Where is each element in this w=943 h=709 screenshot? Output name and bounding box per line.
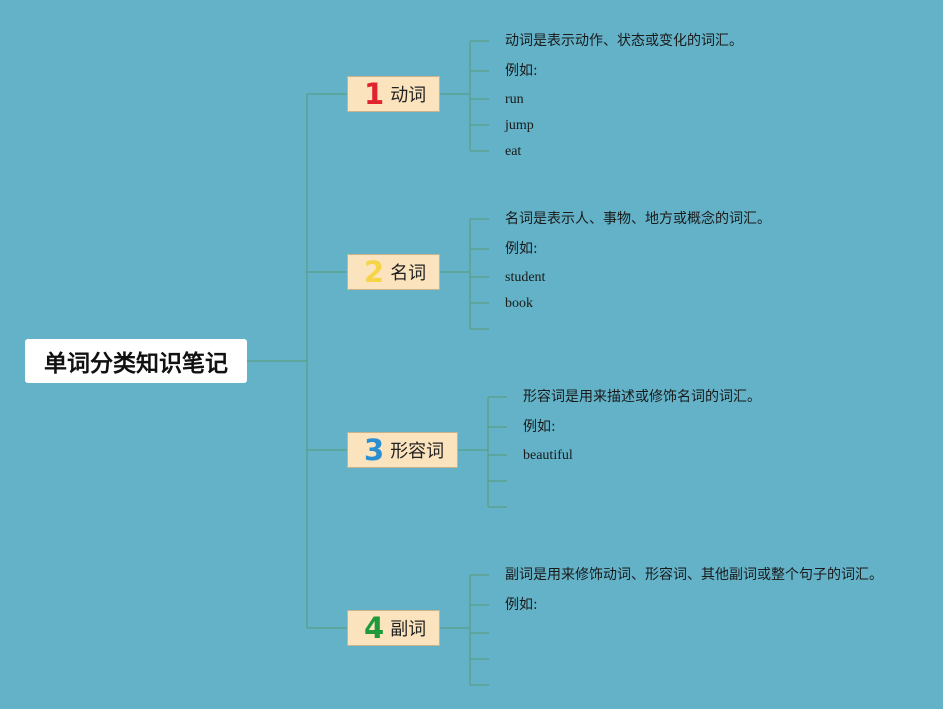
adverb-example-label[interactable]: 例如: — [505, 597, 538, 613]
branch-adverb[interactable]: 4 副词 — [347, 610, 440, 646]
adjective-example-1[interactable]: beautiful — [523, 448, 573, 463]
verb-example-2[interactable]: jump — [505, 118, 534, 133]
branch-label-adjective: 形容词 — [390, 441, 445, 462]
branch-adjective[interactable]: 3 形容词 — [347, 432, 458, 468]
adverb-definition[interactable]: 副词是用来修饰动词、形容词、其他副词或整个句子的词汇。 — [505, 567, 883, 583]
branch-verb[interactable]: 1 动词 — [347, 76, 440, 112]
verb-example-1[interactable]: run — [505, 92, 524, 107]
noun-definition[interactable]: 名词是表示人、事物、地方或概念的词汇。 — [505, 211, 771, 227]
root-topic[interactable]: 单词分类知识笔记 — [25, 339, 247, 383]
verb-example-3[interactable]: eat — [505, 144, 522, 159]
noun-example-2[interactable]: book — [505, 296, 533, 311]
branch-noun[interactable]: 2 名词 — [347, 254, 440, 290]
number-badge-2: 2 — [364, 254, 385, 289]
branch-label-noun: 名词 — [390, 263, 427, 284]
branch-label-verb: 动词 — [390, 85, 427, 106]
verb-definition[interactable]: 动词是表示动作、状态或变化的词汇。 — [505, 33, 743, 49]
noun-example-label[interactable]: 例如: — [505, 241, 538, 257]
number-badge-4: 4 — [364, 610, 385, 645]
branch-label-adverb: 副词 — [390, 619, 427, 640]
adjective-example-label[interactable]: 例如: — [523, 419, 556, 435]
noun-example-1[interactable]: student — [505, 270, 546, 285]
number-badge-1: 1 — [364, 76, 385, 111]
number-badge-3: 3 — [364, 432, 385, 467]
adjective-definition[interactable]: 形容词是用来描述或修饰名词的词汇。 — [523, 389, 761, 405]
verb-example-label[interactable]: 例如: — [505, 63, 538, 79]
